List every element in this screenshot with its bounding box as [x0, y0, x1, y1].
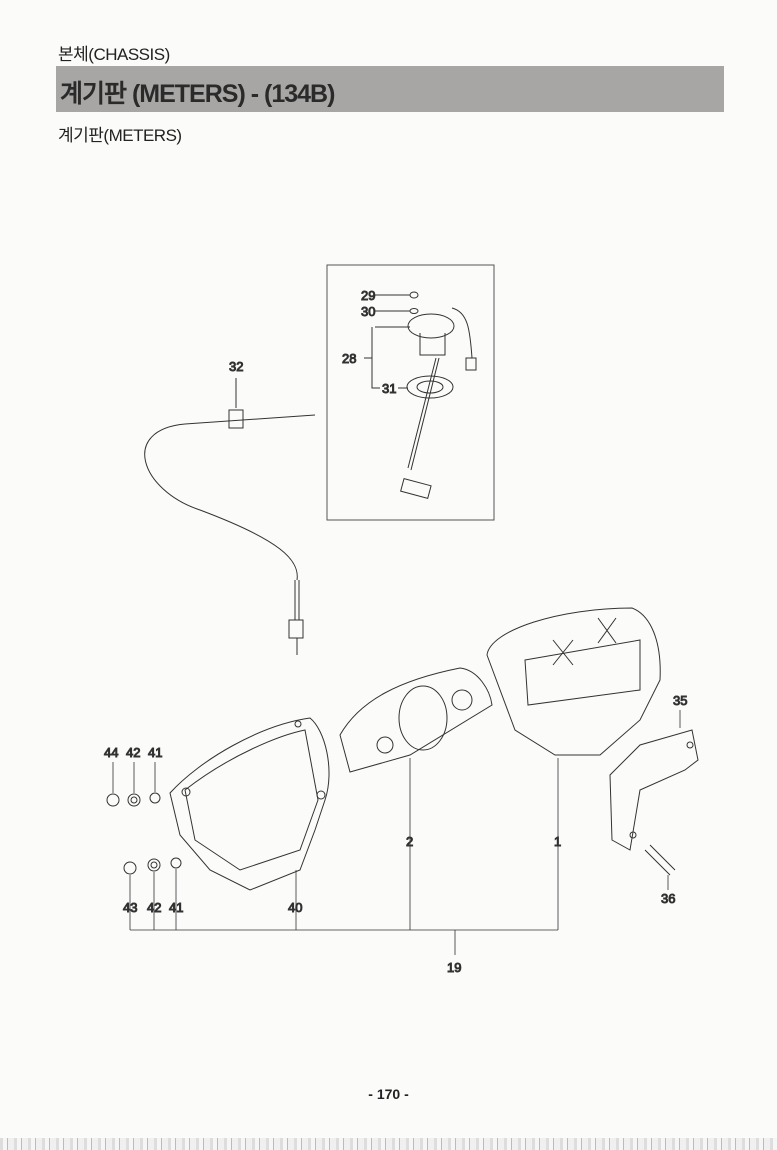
- leader-lines: [112, 710, 681, 955]
- title-bar: 계기판 (METERS) - (134B): [56, 66, 724, 112]
- callout-41-top: 41: [148, 745, 162, 760]
- callout-1: 1: [554, 834, 561, 849]
- subtitle: 계기판(METERS): [58, 126, 182, 145]
- callout-43: 43: [123, 900, 137, 915]
- callout-2: 2: [406, 834, 413, 849]
- callout-41-bottom: 41: [169, 900, 183, 915]
- section-heading: 본체(CHASSIS): [58, 45, 170, 64]
- speedometer-cable: [144, 378, 316, 655]
- scan-artifact: [0, 1138, 777, 1150]
- callout-35: 35: [673, 693, 687, 708]
- callout-31: 31: [382, 381, 396, 396]
- callout-42-top: 42: [126, 745, 140, 760]
- callout-42-bottom: 42: [147, 900, 161, 915]
- meter-assembly: [339, 667, 493, 773]
- callout-19: 19: [447, 960, 461, 975]
- callout-28: 28: [342, 351, 356, 366]
- callout-44: 44: [104, 745, 118, 760]
- callout-30: 30: [361, 304, 375, 319]
- meter-cover: [169, 717, 330, 891]
- callout-40: 40: [288, 900, 302, 915]
- callout-29: 29: [361, 288, 375, 303]
- bracket: [609, 729, 699, 876]
- meter-case: [486, 607, 661, 756]
- callout-32: 32: [229, 359, 243, 374]
- callout-36: 36: [661, 891, 675, 906]
- page-number: - 170 -: [368, 1086, 409, 1102]
- fasteners: [106, 792, 182, 875]
- fuel-sender-inset: [326, 264, 495, 521]
- page-title: 계기판 (METERS) - (134B): [60, 80, 335, 108]
